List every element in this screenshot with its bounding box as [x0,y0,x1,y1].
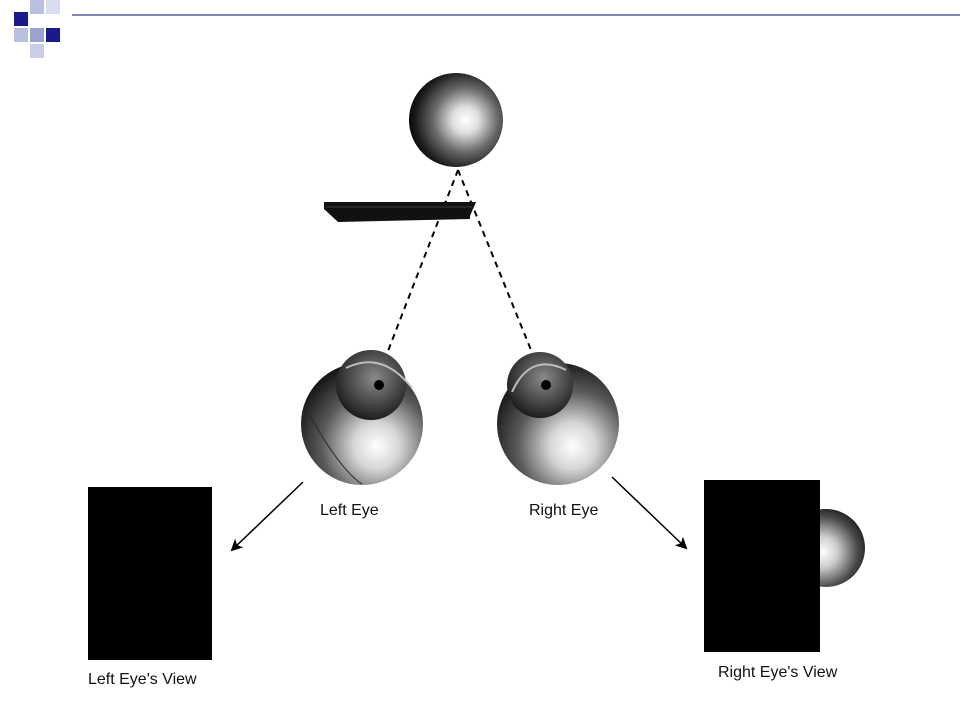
left-view-arrow [230,481,304,552]
right-sight-line [457,169,545,383]
right-eye-view-label: Right Eye's View [718,664,838,681]
deco-square [30,0,44,14]
deco-square [14,12,28,26]
deco-square [46,0,60,14]
right-view-occluder [704,480,820,652]
header-rule [72,14,960,16]
left-eye-icon [301,350,423,485]
right-eye-icon [497,352,619,485]
decorative-squares [0,0,80,60]
occluder-board [324,202,476,222]
deco-square [30,28,44,42]
deco-square [30,44,44,58]
right-eye-label: Right Eye [529,502,599,519]
left-eye-label: Left Eye [320,502,379,519]
left-eye-view-label: Left Eye's View [88,671,197,688]
right-view-arrow [611,476,688,550]
target-sphere [409,73,503,167]
deco-square [14,28,28,42]
deco-square [46,28,60,42]
left-sight-line [375,169,459,383]
left-view-occluder [88,487,212,660]
